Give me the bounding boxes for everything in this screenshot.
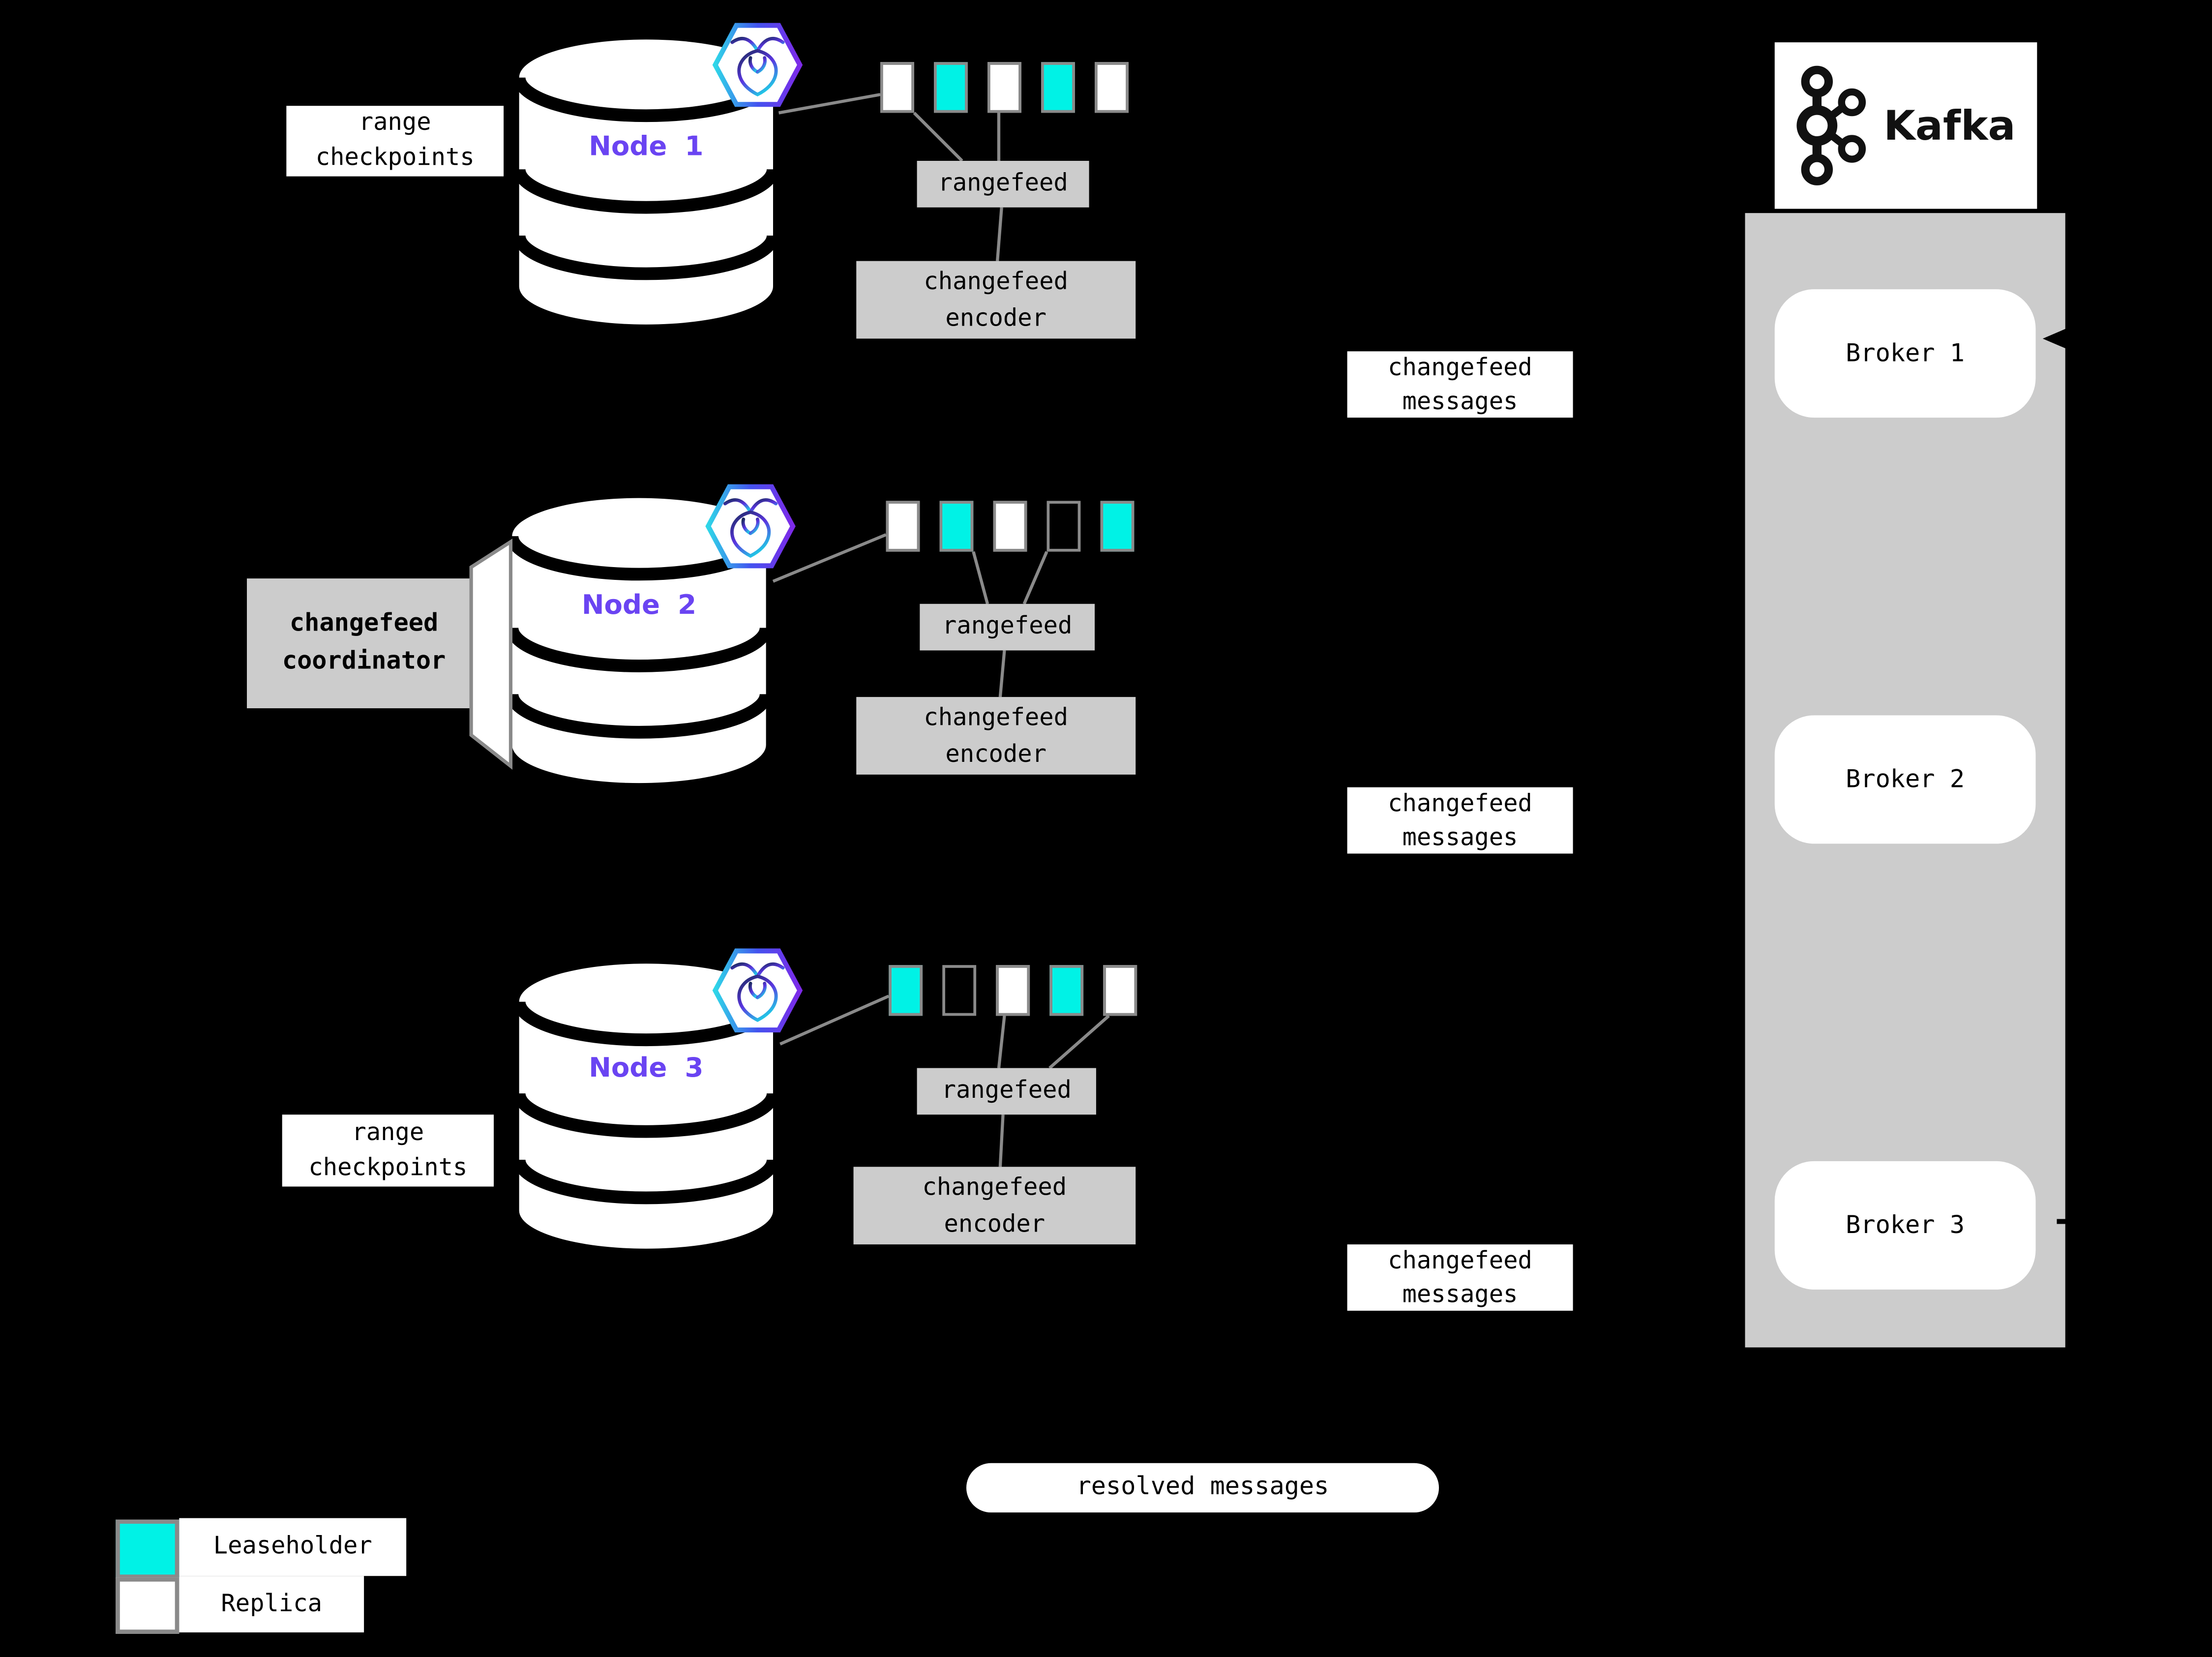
range-replica-rect: [987, 62, 1021, 113]
legend-label-replica: Replica: [179, 1576, 364, 1632]
range-checkpoints-label: range checkpoints: [282, 1115, 494, 1187]
range-strip: [886, 501, 1135, 552]
kafka-logo: Kafka: [1774, 42, 2037, 209]
changefeed-coordinator-box: changefeed coordinator: [247, 578, 481, 709]
range-replica-rect: [1103, 965, 1137, 1016]
changefeed-encoder-box: changefeed encoder: [853, 1167, 1136, 1245]
connector-tick: [2057, 1219, 2077, 1224]
range-replica-rect: [880, 62, 914, 113]
range-empty-rect: [942, 965, 977, 1016]
rangefeed-box: rangefeed: [917, 1068, 1096, 1115]
range-replica-rect: [1095, 62, 1129, 113]
changefeed-encoder-box: changefeed encoder: [856, 697, 1136, 775]
legend-swatch-leaseholder: [116, 1519, 179, 1579]
broker-box: Broker 3: [1774, 1161, 2036, 1290]
kafka-logo-icon: [1797, 65, 1866, 185]
node-name: Node 3: [589, 1052, 704, 1084]
range-replica-rect: [993, 501, 1027, 552]
legend-label-leaseholder: Leaseholder: [179, 1518, 407, 1576]
cockroachdb-logo-icon: [712, 23, 803, 107]
cockroachdb-logo-icon: [712, 948, 803, 1033]
range-strip: [880, 62, 1129, 113]
node-name: Node 1: [589, 131, 704, 162]
cockroachdb-logo-icon: [705, 484, 796, 569]
changefeed-messages-label: changefeed messages: [1347, 787, 1573, 854]
range-strip: [889, 965, 1137, 1016]
changefeed-messages-label: changefeed messages: [1347, 351, 1573, 418]
range-leaseholder-rect: [1041, 62, 1075, 113]
range-leaseholder-rect: [889, 965, 923, 1016]
range-checkpoints-label: range checkpoints: [286, 106, 504, 177]
resolved-messages-pill: resolved messages: [966, 1463, 1439, 1513]
rangefeed-box: rangefeed: [920, 603, 1095, 651]
changefeed-encoder-box: changefeed encoder: [856, 261, 1136, 339]
range-leaseholder-rect: [939, 501, 974, 552]
range-leaseholder-rect: [1100, 501, 1135, 552]
range-empty-rect: [1046, 501, 1081, 552]
range-leaseholder-rect: [934, 62, 968, 113]
coordinator-banner: [469, 538, 513, 770]
range-replica-rect: [886, 501, 920, 552]
rangefeed-box: rangefeed: [917, 161, 1089, 208]
legend-swatch-replica: [116, 1577, 179, 1634]
node-cylinder: [512, 39, 779, 325]
changefeed-messages-label: changefeed messages: [1347, 1244, 1573, 1311]
kafka-title: Kafka: [1883, 101, 2016, 150]
range-replica-rect: [996, 965, 1030, 1016]
range-leaseholder-rect: [1049, 965, 1084, 1016]
broker-box: Broker 1: [1774, 289, 2036, 418]
broker-box: Broker 2: [1774, 715, 2036, 844]
node-name: Node 2: [581, 590, 697, 621]
